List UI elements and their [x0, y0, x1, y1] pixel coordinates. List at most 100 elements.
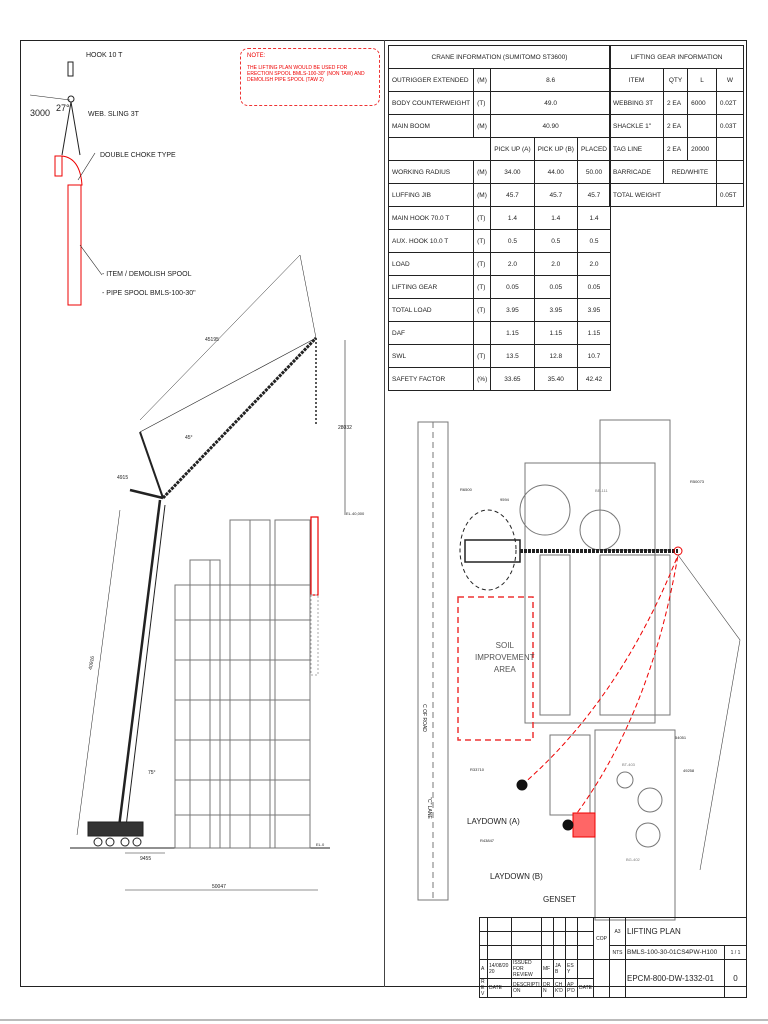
appd-cell: ESY [565, 959, 578, 979]
row-label: MAIN HOOK 70.0 T [387, 206, 475, 230]
site-plan [417, 419, 741, 921]
revision-number: 0 [723, 959, 748, 998]
crane-information-table: CRANE INFORMATION (SUMITOMO ST3600) OUTR… [387, 45, 611, 391]
row-label: LUFFING JIB [387, 183, 475, 207]
row-unit: (T) [473, 275, 492, 299]
row-unit: (T) [473, 229, 492, 253]
header-cell: CHK'D [553, 978, 566, 998]
cell: 2 EA [662, 91, 689, 115]
row-value: 3.95 [490, 298, 535, 322]
row-value: 35.40 [533, 367, 578, 391]
cell [715, 137, 745, 161]
scale: NTS [609, 945, 626, 960]
row-value: 50.00 [576, 160, 611, 184]
row-unit: (T) [473, 344, 492, 368]
short-dim: 9455 [140, 856, 152, 862]
date-cell: 14/08/2020 [487, 959, 512, 979]
sling-label: WEB. SLING 3T [88, 111, 139, 118]
lane-label: "C" LANE [425, 797, 432, 819]
laydown-b-marker [562, 819, 574, 831]
row-value: 0.5 [490, 229, 535, 253]
plant-structure [174, 519, 311, 849]
crane-table-title: CRANE INFORMATION (SUMITOMO ST3600) [388, 45, 611, 69]
laydown-a-label: LAYDOWN (A) [467, 817, 520, 826]
row-label: OUTRIGGER EXTENDED [387, 68, 475, 92]
row-unit: (M) [473, 68, 492, 92]
header-cell: REV [479, 978, 488, 998]
dim-label: 54051 [675, 735, 687, 740]
cell: 2 EA [662, 137, 689, 161]
row-value: 45.7 [533, 183, 578, 207]
row-value: 10.7 [576, 344, 611, 368]
row-unit: (M) [473, 114, 492, 138]
hook-icon [67, 61, 74, 77]
cell: WEBBING 3T [609, 91, 664, 115]
soil-line: AREA [493, 665, 516, 674]
genset [572, 812, 596, 838]
row-value: 1.4 [490, 206, 535, 230]
description-cell: ISSUED FOR REVIEW [511, 959, 542, 979]
cell: SHACKLE 1" [609, 114, 664, 138]
project-code: COP [593, 917, 610, 960]
hook-height-dim: 28032 [338, 425, 352, 431]
row-value: 40.90 [490, 114, 611, 138]
row-unit: (T) [473, 206, 492, 230]
jib-length-dim: 45195 [205, 337, 219, 343]
row-value: 0.05 [576, 275, 611, 299]
row-unit: (%) [473, 367, 492, 391]
row-label: AUX. HOOK 10.0 T [387, 229, 475, 253]
radius-label: R50073 [690, 479, 705, 484]
total-label: TOTAL WEIGHT [609, 183, 717, 207]
row-value: 3.95 [576, 298, 611, 322]
cell: TAG LINE [609, 137, 664, 161]
column-header: W [715, 68, 745, 92]
header-cell: APP'D [565, 978, 578, 998]
cell: 2 EA [662, 114, 689, 138]
item-label: - ITEM / DEMOLISH SPOOL [102, 271, 192, 278]
cell: BARRICADE [609, 160, 664, 184]
row-value: 8.6 [490, 68, 611, 92]
row-value: 42.42 [576, 367, 611, 391]
top-elevation: EL.40,000 [346, 511, 365, 516]
equipment-label: BE-111 [595, 488, 608, 493]
row-value: 2.0 [490, 252, 535, 276]
row-value: 0.5 [533, 229, 578, 253]
lift-spool [310, 516, 319, 596]
header-cell: DATE [487, 978, 512, 998]
row-label: WORKING RADIUS [387, 160, 475, 184]
row-unit: (M) [473, 183, 492, 207]
row-label: SAFETY FACTOR [387, 367, 475, 391]
choke-label: DOUBLE CHOKE TYPE [100, 152, 176, 159]
row-value: 49.0 [490, 91, 611, 115]
hook-label: HOOK 10 T [86, 52, 123, 59]
row-value: 1.4 [533, 206, 578, 230]
spool-label: - PIPE SPOOL BMLS-100-30" [102, 290, 196, 297]
row-value: 1.15 [576, 321, 611, 345]
equipment-label: BT-403 [622, 762, 635, 767]
drawing-number: EPCM-800-DW-1332-01 [625, 959, 725, 998]
row-unit [473, 321, 492, 345]
column-header: QTY [662, 68, 689, 92]
laydown-a-marker [516, 779, 528, 791]
cell: 0.02T [715, 91, 745, 115]
radius-label: R33710 [470, 767, 485, 772]
laydown-b-label: LAYDOWN (B) [490, 872, 543, 881]
dim-label: 49258 [683, 768, 695, 773]
sheet-number: 1 / 1 [723, 945, 748, 960]
rev-cell: A [479, 959, 488, 979]
column-header: PICK UP (A) [490, 137, 535, 161]
row-label: DAF [387, 321, 475, 345]
drawing-frame [20, 40, 747, 987]
row-label: SWL [387, 344, 475, 368]
